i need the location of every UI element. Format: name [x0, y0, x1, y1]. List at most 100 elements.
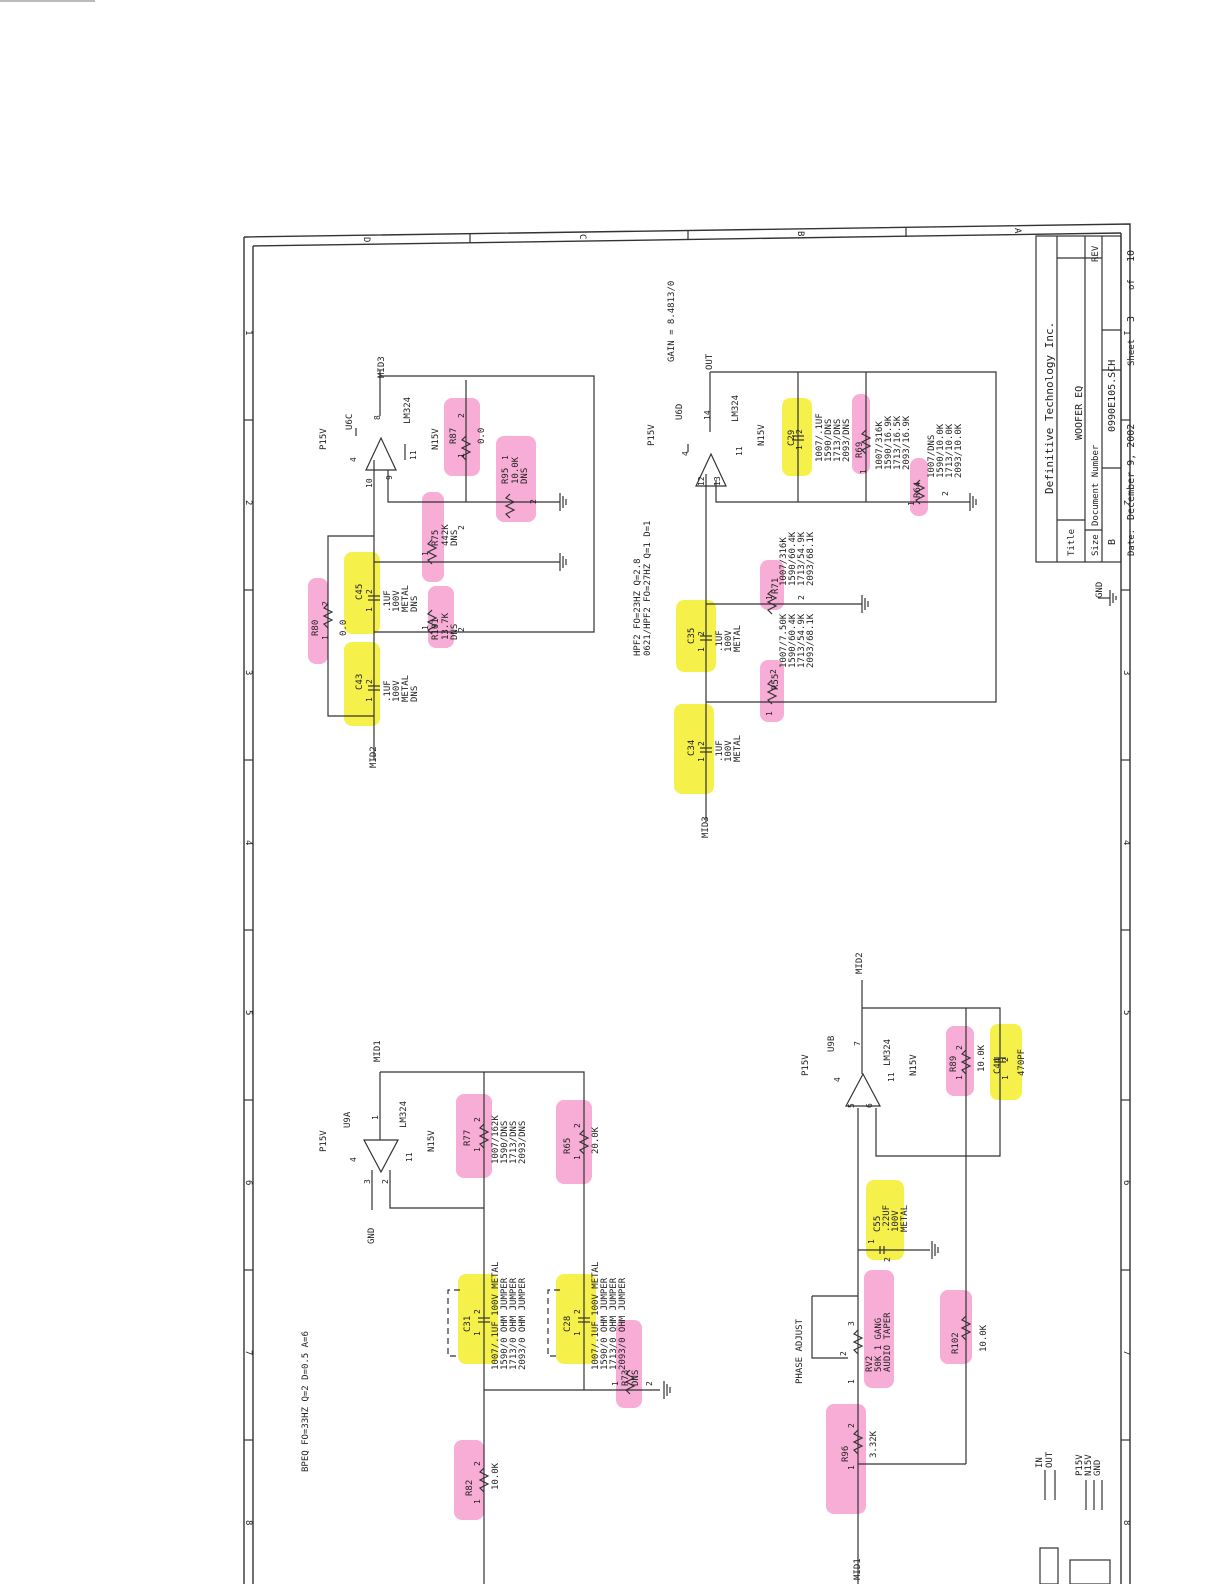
resistor-r64-symbol [914, 479, 926, 505]
ground-symbol-titleblock: GND [1095, 582, 1117, 606]
total-sheets: 10 [1126, 250, 1137, 262]
port-legend: IN OUT P15V N15V GND [1035, 1451, 1111, 1585]
c31-line3: 1713/0 OHM JUMPER [509, 1277, 519, 1370]
col-number-8-right: 8 [1121, 1520, 1131, 1525]
c43-line2: 100V [392, 680, 402, 702]
row-letter-c: C [577, 234, 587, 239]
rv2-line2: AUDIO TAPER [883, 1312, 893, 1372]
port-out-label: OUT [1045, 1451, 1055, 1468]
opamp-part: LM324 [403, 397, 413, 424]
c43-line3: METAL [401, 675, 411, 702]
r101-ref: R101 [431, 618, 441, 640]
r95-pin1: 1 [501, 455, 510, 460]
opamp-pin-vp: 4 [349, 457, 358, 462]
highlight-c55 [866, 1180, 904, 1260]
col-number-1-right: 1 [1121, 330, 1131, 335]
hpf-pin-vn: 11 [735, 446, 744, 456]
r80-bypass-wire [327, 535, 374, 717]
bpeq-supply-neg: N15V [427, 1130, 437, 1152]
ground-symbol [931, 1241, 939, 1259]
r96-ref: R96 [841, 1446, 851, 1462]
row-letter-d: D [361, 237, 371, 242]
r95-ref: R95 [501, 468, 511, 484]
hpf-opamp-part: LM324 [731, 395, 741, 422]
r101-pin2: 2 [457, 627, 466, 632]
r101-note: DNS [450, 624, 460, 640]
c29-line4: 2093/DNS [842, 419, 852, 462]
bpeq-header: BPEQ FO=33HZ Q=2 D=0.5 A=6 [301, 1331, 311, 1472]
capacitor-c43-symbol [368, 685, 380, 691]
c35-pin1: 1 [697, 647, 706, 652]
hpf-net-in: MID3 [701, 816, 711, 838]
c45-line3: METAL [401, 585, 411, 612]
r95-pin2: 2 [529, 499, 538, 504]
c28-line4: 2093/0 OHM JUMPER [618, 1277, 628, 1370]
c44-ref: C44 [993, 1058, 1003, 1074]
highlight-c31 [458, 1274, 498, 1364]
r102-ref: R102 [951, 1332, 961, 1354]
r96-pin2: 2 [847, 1423, 856, 1428]
r95-note: DNS [520, 468, 530, 484]
r95-value: 10.0K [511, 456, 521, 484]
capacitor-c29-symbol [792, 435, 804, 441]
highlight-r102 [940, 1290, 972, 1364]
sheet-title: WOOFER EQ [1074, 386, 1085, 440]
r71-pin1: 1 [765, 595, 774, 600]
highlight-c43 [344, 642, 380, 726]
r82-ref: R82 [465, 1480, 475, 1496]
rv2-wiper-loop [811, 1296, 848, 1359]
c45-line4: DNS [410, 596, 420, 612]
potentiometer-rv2-symbol [852, 1329, 864, 1355]
r55-line1: 1007/7.50K [779, 613, 789, 668]
r71-line4: 2093/68.1K [806, 531, 816, 586]
highlight-r65 [556, 1100, 592, 1184]
stage-hpf2: HPF2 FO=23HZ Q=2.8 0621/HPF2 FO=27HZ Q=1… [633, 281, 997, 838]
hpf-opamp-ref: U6D [675, 404, 685, 420]
title-block: Title Definitive Technology Inc. WOOFER … [1035, 235, 1137, 563]
c34-pin1: 1 [697, 757, 706, 762]
r82-pin2: 2 [473, 1461, 482, 1466]
highlight-r89 [946, 1026, 974, 1096]
r69-line3: 1713/16.5K [893, 415, 903, 470]
opamp-u9a [363, 1139, 399, 1174]
bpeq-opamp-part: LM324 [399, 1101, 409, 1128]
r77-ref: R77 [463, 1130, 473, 1146]
col-number-3: 3 [243, 670, 253, 675]
r64-line4: 2093/10.0K [954, 423, 964, 478]
r69-line4: 2093/16.9K [902, 415, 912, 470]
port-gnd-label: GND [1093, 1460, 1103, 1476]
hpf-pin-vp: 4 [681, 451, 690, 456]
company-name: Definitive Technology Inc. [1043, 322, 1056, 494]
rv2-pin3: 3 [847, 1321, 856, 1326]
phase-net-out: MID2 [855, 952, 865, 974]
phase-pin-vp: 4 [833, 1077, 842, 1082]
c45-pin2: 2 [365, 589, 374, 594]
rev-label: REV [1091, 245, 1101, 262]
highlight-c34 [674, 704, 714, 794]
highlight-r71 [760, 560, 784, 610]
capacitor-c45-symbol [368, 595, 380, 601]
hpf-pin-plus: 12 [697, 476, 706, 486]
c29-ref: C29 [787, 430, 797, 446]
opamp-pin-out: 8 [373, 415, 382, 420]
c45-line2: 100V [392, 590, 402, 612]
c55-pin2: 2 [883, 1257, 892, 1262]
r65-pin2: 2 [573, 1123, 582, 1128]
c55-pin1: 1 [867, 1239, 876, 1244]
bpeq-supply-pos: P15V [319, 1130, 329, 1152]
c29-line2: 1590/DNS [824, 419, 834, 462]
c55-line1: .22UF [882, 1205, 892, 1232]
highlight-c29 [782, 398, 812, 476]
port-in-label: IN [1035, 1457, 1045, 1468]
hpf-header-line1: HPF2 FO=23HZ Q=2.8 [633, 558, 643, 656]
resistor-r82-symbol [478, 1467, 490, 1493]
col-number-2: 2 [243, 500, 253, 505]
r73-ref: R73 [621, 1370, 631, 1386]
bpeq-net-gnd: GND [367, 1228, 377, 1244]
row-letter-a: A [1012, 228, 1022, 234]
date-value: December 9, 2002 [1126, 424, 1137, 520]
highlight-r55 [760, 660, 784, 722]
r64-line3: 1713/10.0K [945, 423, 955, 478]
supply-pos-label: P15V [319, 428, 329, 450]
r69-ref: R69 [855, 442, 865, 458]
